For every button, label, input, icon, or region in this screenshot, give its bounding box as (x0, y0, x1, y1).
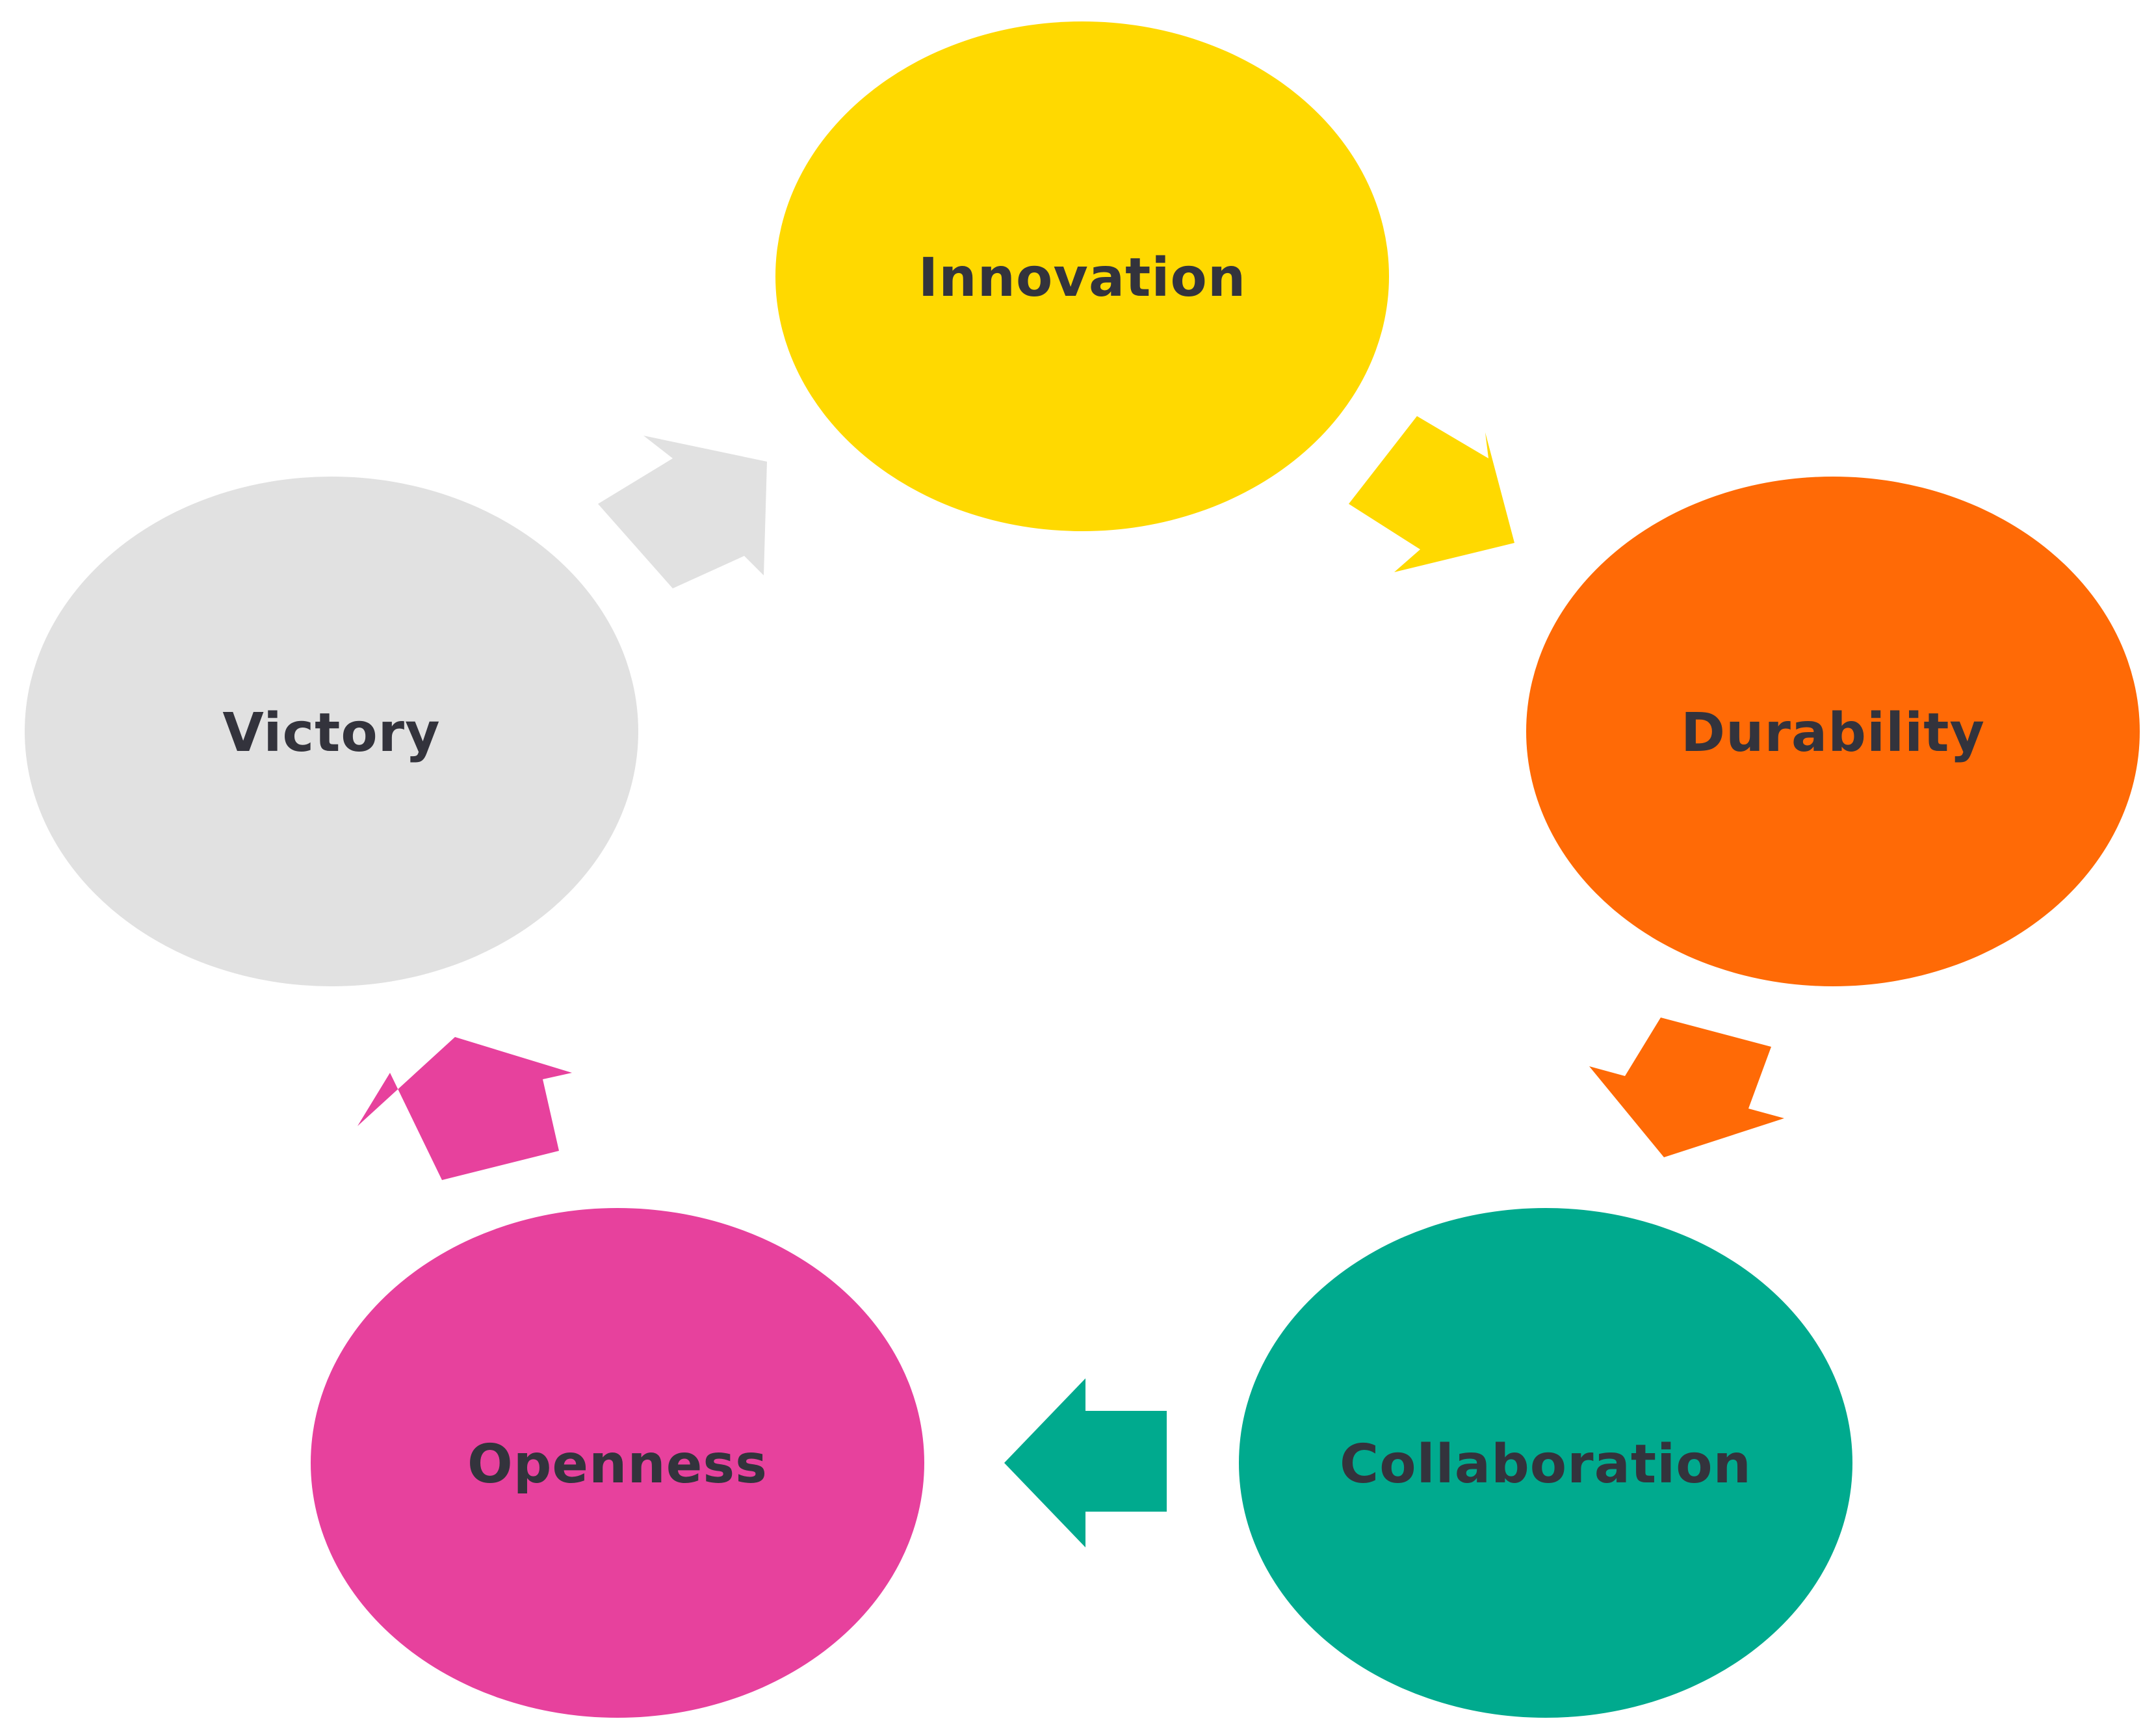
diagram-nodes: Innovation Durability Collaboration Open… (25, 21, 2140, 1718)
node-victory-shape (25, 477, 638, 986)
edge-arrow-victory-to-innovation (598, 436, 767, 588)
node-victory-label: Victory (222, 702, 440, 764)
node-openness-label: Openness (467, 1434, 768, 1495)
node-innovation-label: Innovation (918, 247, 1246, 309)
node-durability-shape (1526, 477, 2140, 986)
node-openness: Openness (311, 1208, 924, 1718)
node-collaboration: Collaboration (1239, 1208, 1852, 1718)
node-collaboration-shape (1239, 1208, 1852, 1718)
edge-arrow-innovation-to-durability (1349, 416, 1514, 572)
node-durability-label: Durability (1681, 702, 1985, 764)
node-collaboration-label: Collaboration (1340, 1434, 1752, 1495)
node-durability: Durability (1526, 477, 2140, 986)
diagram-edges (357, 416, 1784, 1547)
edge-arrow-collaboration-to-openness (1004, 1378, 1167, 1547)
node-victory: Victory (25, 477, 638, 986)
edge-arrow-openness-to-victory (357, 1037, 572, 1180)
node-innovation-shape (775, 21, 1389, 531)
node-openness-shape (311, 1208, 924, 1718)
edge-arrow-durability-to-collaboration (1589, 1018, 1784, 1157)
node-innovation: Innovation (775, 21, 1389, 531)
